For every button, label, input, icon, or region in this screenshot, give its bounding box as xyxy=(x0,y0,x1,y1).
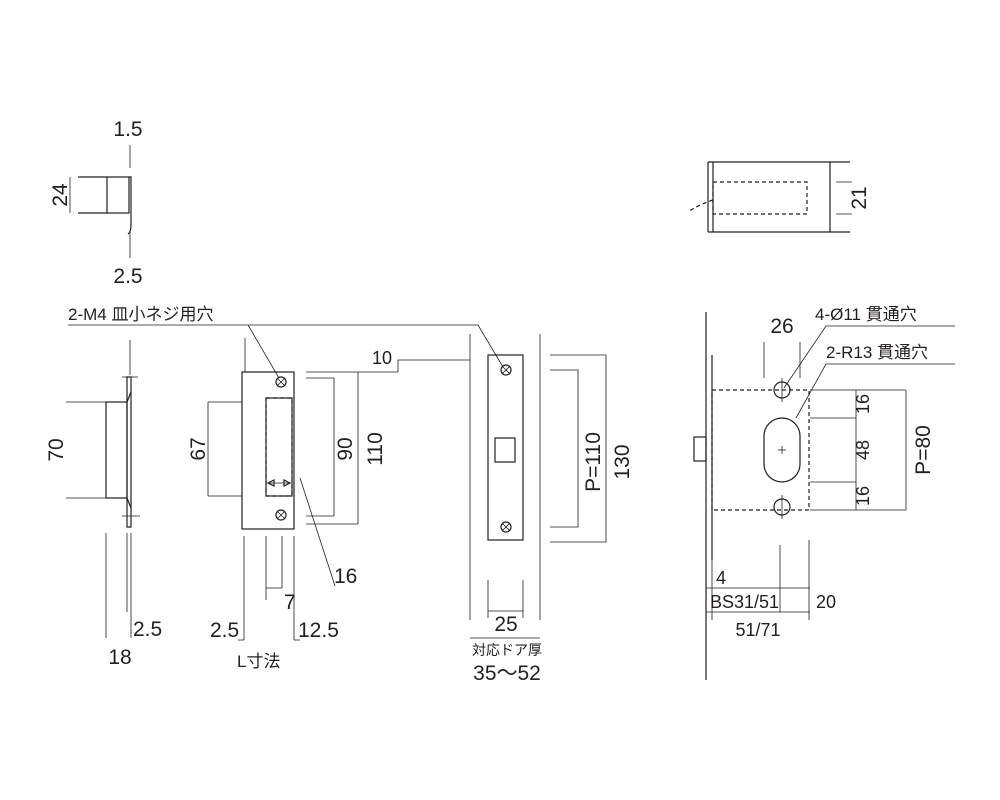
label-l-dimension: L寸法 xyxy=(237,652,280,671)
dim-hole-spacing-26: 26 xyxy=(770,315,793,338)
dim-depth-18: 18 xyxy=(108,646,131,669)
dim-offset-10: 10 xyxy=(372,348,392,368)
dim-face-thickness-4: 4 xyxy=(716,568,726,588)
note-through-holes: 4-Ø11 貫通穴 xyxy=(815,305,917,324)
strike-side-view-small xyxy=(69,145,132,258)
dim-height-24: 24 xyxy=(49,183,72,207)
lock-top-view xyxy=(687,161,852,233)
dim-door-range: 35～52 xyxy=(473,662,541,685)
dim-lower-gap-16: 16 xyxy=(853,486,873,506)
dim-plate-height-110: 110 xyxy=(364,432,387,465)
strike-side-view xyxy=(66,340,140,638)
dim-upper-gap-16: 16 xyxy=(853,394,873,414)
dim-pitch-90: 90 xyxy=(334,437,357,460)
dim-plate-height-70: 70 xyxy=(45,438,68,461)
dim-offset-7: 7 xyxy=(284,591,296,614)
dim-opening-height-67: 67 xyxy=(187,437,210,460)
leader-screw-note xyxy=(68,324,504,368)
dim-right-width-12-5: 12.5 xyxy=(298,619,339,642)
strike-front-view xyxy=(207,338,359,641)
lock-front-view xyxy=(693,312,955,680)
dim-slot-height-48: 48 xyxy=(853,440,873,460)
dim-faceplate-pitch: P=110 xyxy=(582,432,605,492)
dim-case-extra-20: 20 xyxy=(816,592,836,612)
dim-left-margin-2-5: 2.5 xyxy=(210,619,239,642)
dim-backset: BS31/51 xyxy=(710,592,779,612)
dim-faceplate-width-25: 25 xyxy=(494,613,517,636)
dim-opening-width-16: 16 xyxy=(334,565,357,588)
dim-thickness-1-5: 1.5 xyxy=(113,118,142,141)
dim-plate-thickness-2-5: 2.5 xyxy=(133,618,162,641)
note-screw-holes: 2-M4 皿小ネジ用穴 xyxy=(68,305,213,324)
dim-case-depth: 51/71 xyxy=(735,620,780,640)
dim-thickness-2-5-top: 2.5 xyxy=(113,265,142,288)
dim-pitch-80: P=80 xyxy=(912,425,935,475)
faceplate-view xyxy=(469,334,607,639)
note-slot-holes: 2-R13 貫通穴 xyxy=(826,343,928,362)
dim-faceplate-height-130: 130 xyxy=(611,444,634,479)
dim-depth-21: 21 xyxy=(848,186,871,209)
label-door-thickness: 対応ドア厚 xyxy=(472,642,542,658)
